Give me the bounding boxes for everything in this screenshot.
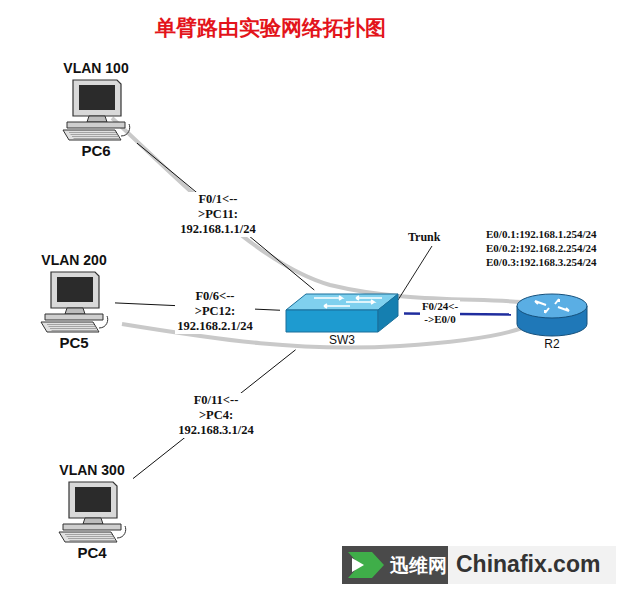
- leader-line: [398, 246, 432, 300]
- subinterface-label: E0/0.1:192.168.1.254/24: [486, 228, 597, 240]
- subinterface-label: E0/0.3:192.168.3.254/24: [486, 256, 597, 268]
- subinterface-label: E0/0.2:192.168.2.254/24: [486, 242, 597, 254]
- pc-node: VLAN 100PC6: [55, 58, 137, 161]
- device-name: PC6: [81, 142, 110, 159]
- device-name: R2: [544, 338, 559, 352]
- watermark-logo: [352, 558, 364, 572]
- switch-icon: [284, 292, 400, 334]
- watermark-text: Chinafix.com: [456, 551, 600, 578]
- port-label: F0/24<-->E0/0: [420, 300, 460, 326]
- vlan-label: VLAN 100: [63, 60, 128, 76]
- vlan-label: VLAN 200: [41, 252, 106, 268]
- watermark-panel: [342, 546, 448, 584]
- cable-curve: [112, 118, 522, 302]
- port-label: F0/6<-->PC12: 192.168.2.1/24: [175, 289, 254, 334]
- router-icon: [515, 292, 589, 338]
- pc-node: VLAN 200PC5: [33, 250, 115, 353]
- link-line: [137, 143, 314, 290]
- pc-icon: [59, 76, 133, 142]
- vlan-label: VLAN 300: [59, 462, 124, 478]
- device-name: SW3: [329, 334, 355, 348]
- watermark-panel: [448, 546, 616, 584]
- port-label: F0/1<-->PC11: 192.168.1.1/24: [178, 192, 257, 237]
- trunk-label: Trunk: [408, 230, 440, 245]
- link-line: [133, 350, 296, 479]
- watermark-logo: [348, 552, 384, 578]
- pc-icon: [37, 268, 111, 334]
- diagram-title: 单臂路由实验网络拓扑图: [155, 14, 386, 42]
- switch-node: SW3: [280, 290, 404, 350]
- device-name: PC4: [77, 544, 106, 561]
- watermark-text: 迅维网: [390, 553, 447, 579]
- device-name: PC5: [59, 334, 88, 351]
- port-label: F0/11<-->PC4: 192.168.3.1/24: [176, 393, 255, 438]
- pc-node: VLAN 300PC4: [51, 460, 133, 563]
- router-node: R2: [511, 290, 593, 354]
- pc-icon: [55, 478, 129, 544]
